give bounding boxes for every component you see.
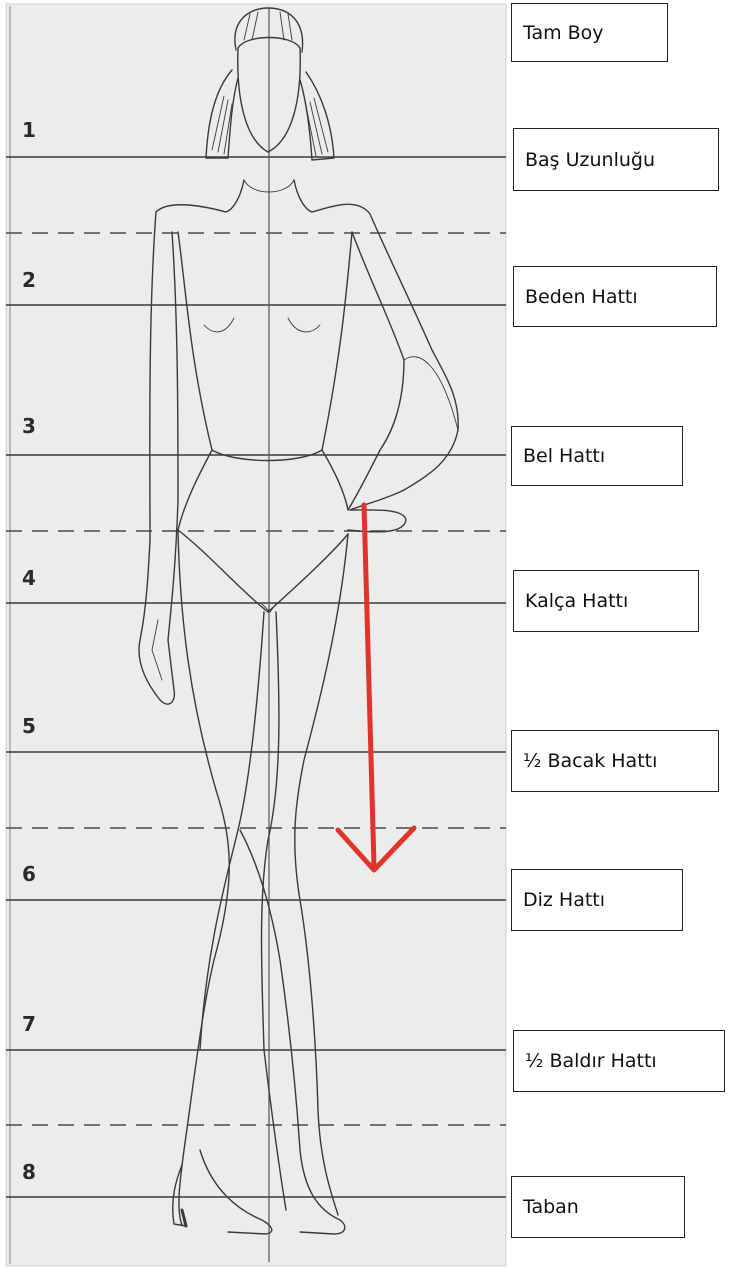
label-bas-uzunlugu: Baş Uzunluğu (513, 128, 719, 191)
row-number-6: 6 (22, 862, 36, 886)
row-number-5: 5 (22, 714, 36, 738)
row-number-3: 3 (22, 414, 36, 438)
label-kalca-hatti: Kalça Hattı (513, 570, 699, 632)
row-number-4: 4 (22, 566, 36, 590)
row-number-7: 7 (22, 1012, 36, 1036)
label-diz-hatti: Diz Hattı (511, 869, 683, 931)
label-tam-boy: Tam Boy (511, 3, 668, 62)
label-beden-hatti: Beden Hattı (513, 266, 717, 327)
label-yarim-bacak-hatti: ½ Bacak Hattı (511, 730, 719, 792)
label-taban: Taban (511, 1176, 685, 1238)
paper-background (6, 4, 506, 1266)
row-number-1: 1 (22, 118, 36, 142)
label-yarim-baldir-hatti: ½ Baldır Hattı (513, 1030, 725, 1092)
row-number-2: 2 (22, 268, 36, 292)
label-bel-hatti: Bel Hattı (511, 426, 683, 486)
row-number-8: 8 (22, 1160, 36, 1184)
fashion-figure-sketch (0, 0, 510, 1271)
